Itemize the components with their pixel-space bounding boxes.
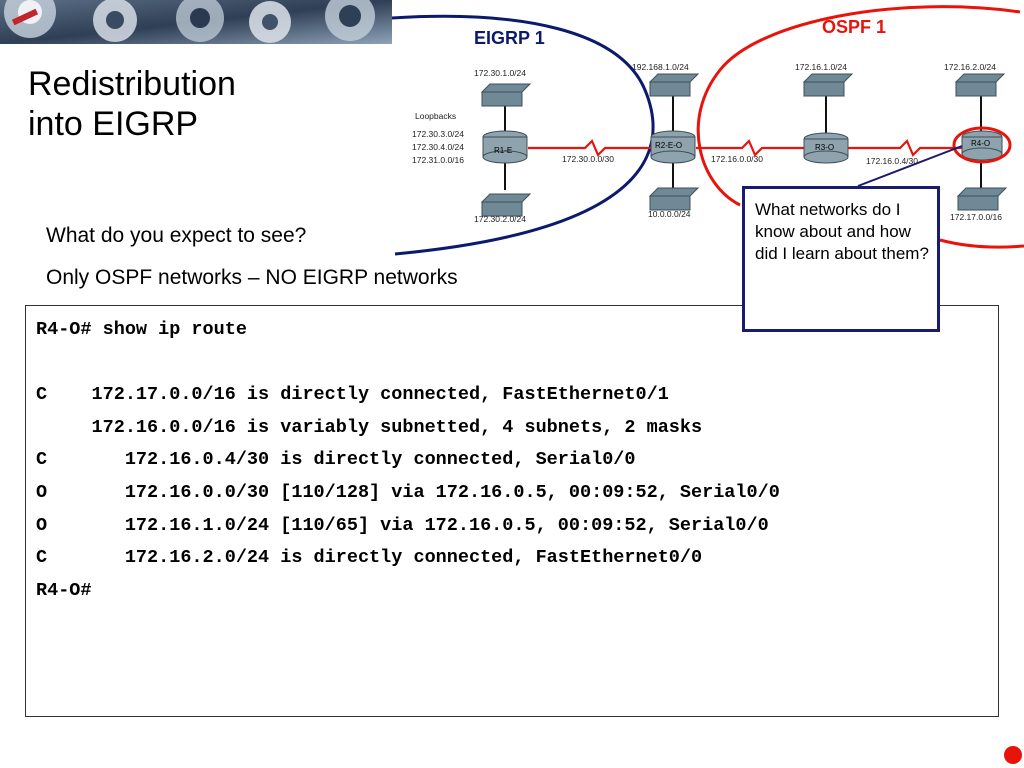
terminal-line: O 172.16.1.0/24 [110/65] via 172.16.0.5,… xyxy=(36,514,769,536)
serial-link-r1-r2 xyxy=(528,139,652,157)
network-label: 172.16.1.0/24 xyxy=(795,62,847,72)
router-icon xyxy=(650,130,696,164)
serial-link-r2-r3 xyxy=(696,139,806,157)
router-label-r4: R4-O xyxy=(971,139,990,148)
router-label-r2: R2-E-O xyxy=(655,141,682,150)
loopback-label: 172.30.4.0/24 xyxy=(412,142,464,152)
router-icon xyxy=(803,132,849,164)
router-label-r3: R3-O xyxy=(815,143,834,152)
slide-marker-dot xyxy=(1004,746,1022,764)
switch-icon xyxy=(480,193,532,217)
terminal-line: C 172.16.2.0/24 is directly connected, F… xyxy=(36,547,703,569)
switch-icon xyxy=(648,187,700,211)
loopback-label: 172.31.0.0/16 xyxy=(412,155,464,165)
network-label: 192.168.1.0/24 xyxy=(632,62,689,72)
switch-icon xyxy=(954,73,1006,97)
callout-box: What networks do I know about and how di… xyxy=(742,186,940,332)
terminal-line: 172.16.0.0/16 is variably subnetted, 4 s… xyxy=(36,416,703,438)
banner-graphic xyxy=(0,0,392,44)
terminal-line: R4-O# show ip route xyxy=(36,319,247,340)
network-label: 172.16.0.0/30 xyxy=(711,154,763,164)
network-label: 10.0.0.0/24 xyxy=(648,209,691,219)
network-label: 172.30.1.0/24 xyxy=(474,68,526,78)
switch-icon xyxy=(480,83,532,107)
callout-pointer xyxy=(857,145,963,187)
router-icon xyxy=(961,130,1003,161)
question-text: What do you expect to see? xyxy=(46,224,307,247)
network-label: 172.16.0.4/30 xyxy=(866,156,918,166)
ospf-domain-label: OSPF 1 xyxy=(822,17,886,37)
eigrp-boundary xyxy=(392,14,655,256)
terminal-line: O 172.16.0.0/30 [110/128] via 172.16.0.5… xyxy=(36,481,780,503)
network-label: 172.17.0.0/16 xyxy=(950,212,1002,222)
loopback-label: 172.30.3.0/24 xyxy=(412,129,464,139)
loopbacks-heading: Loopbacks xyxy=(415,111,456,121)
network-label: 172.30.2.0/24 xyxy=(474,214,526,224)
terminal-line: C 172.16.0.4/30 is directly connected, S… xyxy=(36,449,636,471)
terminal-output: R4-O# show ip route C 172.17.0.0/16 is d… xyxy=(25,305,999,717)
network-label: 172.30.0.0/30 xyxy=(562,154,614,164)
serial-link-r3-r4 xyxy=(848,139,962,157)
network-topology-diagram: EIGRP 1 OSPF 1 xyxy=(392,5,1024,256)
slide-title: Redistribution into EIGRP xyxy=(28,65,236,143)
router-icon xyxy=(482,130,528,164)
eigrp-domain-label: EIGRP 1 xyxy=(474,28,545,48)
terminal-line: R4-O# xyxy=(36,579,92,601)
switch-icon xyxy=(956,187,1008,211)
terminal-line xyxy=(36,347,988,380)
answer-text: Only OSPF networks – NO EIGRP networks xyxy=(46,266,458,289)
switch-icon xyxy=(648,73,700,97)
switch-icon xyxy=(802,73,854,97)
r4-highlight-ring xyxy=(952,126,1012,164)
ospf-boundary xyxy=(696,5,1024,249)
router-label-r1: R1-E xyxy=(494,146,512,155)
terminal-line: C 172.17.0.0/16 is directly connected, F… xyxy=(36,384,669,406)
header-banner-image xyxy=(0,0,392,44)
network-label: 172.16.2.0/24 xyxy=(944,62,996,72)
